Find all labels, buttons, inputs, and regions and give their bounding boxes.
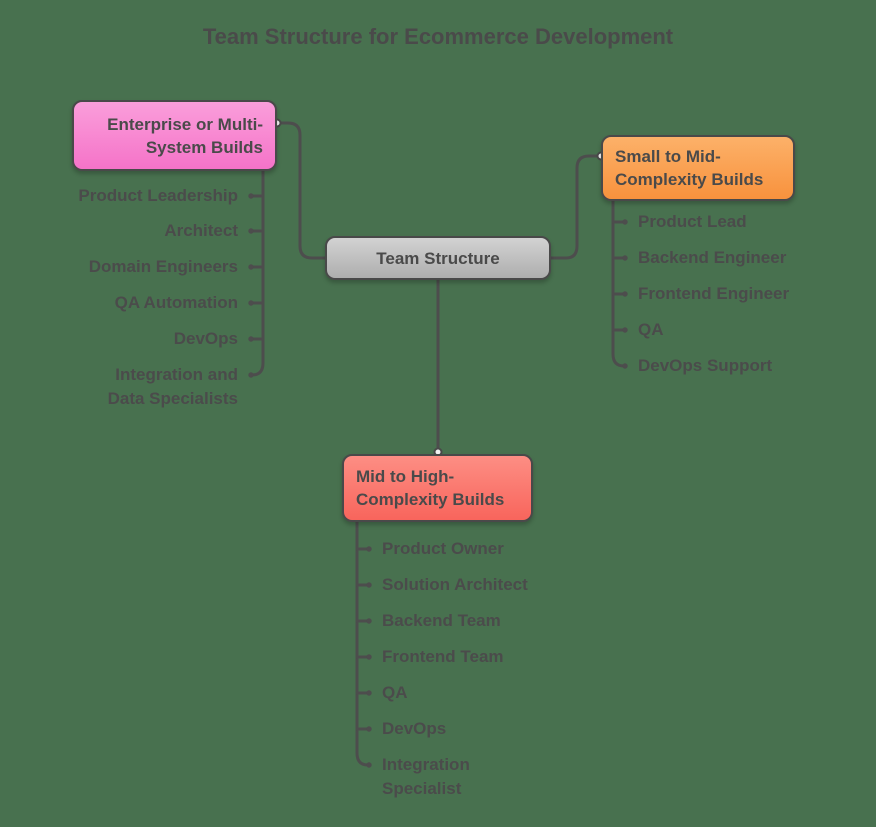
bullet-dot — [622, 219, 628, 225]
branch-item: Backend Engineer — [638, 248, 787, 267]
branch-item: Solution Architect — [382, 575, 528, 594]
bullet-dot — [366, 690, 372, 696]
branch-item: Domain Engineers — [88, 257, 238, 276]
bullet-dot — [248, 264, 254, 270]
branch-spine-mid — [355, 518, 370, 767]
node-label: Enterprise or Multi-System Builds — [107, 114, 263, 157]
bullet-dot — [366, 726, 372, 732]
branch-item: Product Leadership — [78, 186, 238, 205]
branch-ticks-mid — [355, 547, 370, 731]
branch-spine-enterprise — [250, 167, 265, 377]
bullet-dot — [248, 336, 254, 342]
bullet-dot — [366, 546, 372, 552]
bullet-dot — [622, 363, 628, 369]
branch-item: QA Automation — [114, 293, 238, 312]
branch-item: QA — [638, 320, 664, 339]
node-small-to-mid-builds: Small to Mid-Complexity Builds — [601, 135, 795, 201]
node-label: Team Structure — [376, 248, 500, 268]
branch-ticks-enterprise — [250, 194, 265, 341]
branch-ticks-small — [611, 220, 626, 332]
branch-item: DevOps — [382, 719, 447, 738]
branch-item: DevOps Support — [638, 356, 773, 375]
diagram-title: Team Structure for Ecommerce Development — [202, 24, 674, 49]
branch-item: Integration Specialist — [382, 755, 470, 798]
node-enterprise-builds: Enterprise or Multi-System Builds — [72, 100, 277, 171]
branch-item: Product Owner — [382, 539, 504, 558]
branch-item: DevOps — [173, 329, 238, 348]
edge-root-to-enterprise — [275, 121, 327, 260]
branch-item: Backend Team — [382, 611, 501, 630]
branch-item: Frontend Engineer — [638, 284, 790, 303]
branch-item: Architect — [164, 221, 238, 240]
branch-spine-small — [611, 197, 626, 368]
bullet-dot — [622, 255, 628, 261]
branch-item: Integration and Data Specialists — [107, 365, 238, 408]
bullet-dot — [366, 654, 372, 660]
bullet-dot — [248, 300, 254, 306]
branch-item: Frontend Team — [382, 647, 504, 666]
node-team-structure: Team Structure — [325, 236, 551, 280]
bullet-dot — [622, 327, 628, 333]
bullet-dot — [622, 291, 628, 297]
bullet-dot — [366, 618, 372, 624]
branch-item: Product Lead — [638, 212, 747, 231]
node-label: Small to Mid-Complexity Builds — [615, 147, 764, 189]
node-mid-to-high-builds: Mid to High-Complexity Builds — [342, 454, 533, 522]
bullet-dot — [366, 762, 372, 768]
edge-root-to-small — [549, 154, 603, 260]
bullet-dot — [248, 372, 254, 378]
bullet-dot — [248, 193, 254, 199]
node-label: Mid to High-Complexity Builds — [356, 467, 505, 509]
bullet-dot — [366, 582, 372, 588]
branch-item: QA — [382, 683, 408, 702]
bullet-dot — [248, 228, 254, 234]
